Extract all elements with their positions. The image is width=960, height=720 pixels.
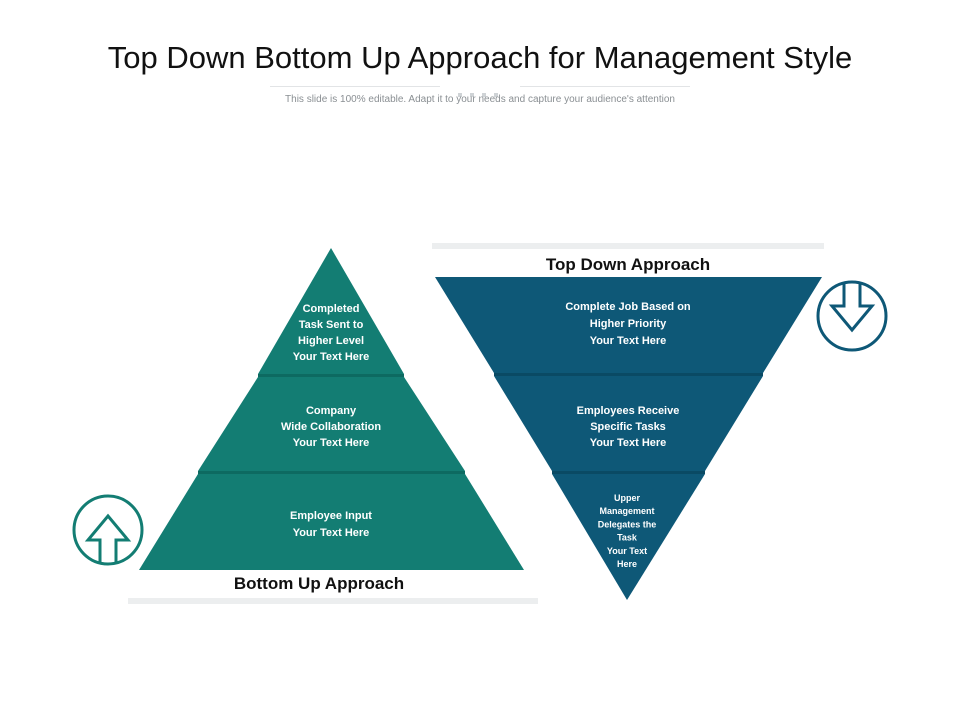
tier-text-line: Specific Tasks bbox=[590, 421, 666, 433]
tier-text-line: Management bbox=[599, 506, 654, 516]
tier-text-line: Your Text Here bbox=[590, 335, 667, 347]
slide-title: Top Down Bottom Up Approach for Manageme… bbox=[107, 40, 853, 75]
title-divider-dots bbox=[458, 84, 508, 97]
top-down-heading-band bbox=[432, 243, 824, 249]
tier-text-line: Employees Receive bbox=[577, 405, 680, 417]
bottom-up-tier-2 bbox=[198, 377, 465, 471]
tier-text-line: Your Text Here bbox=[590, 437, 667, 449]
tier-text-line: Your Text bbox=[607, 546, 647, 556]
top-down-tier-1-text: Complete Job Based on Higher PriorityYour… bbox=[565, 301, 691, 347]
top-down-heading: Top Down Approach bbox=[546, 255, 710, 274]
tier-text-line: Upper bbox=[614, 493, 641, 503]
top-down-tier-2 bbox=[494, 376, 763, 471]
tier-text-line: Your Text Here bbox=[293, 437, 370, 449]
bottom-up-tier-3 bbox=[139, 474, 524, 570]
tier-text-line: Higher Level bbox=[298, 335, 364, 347]
arrow-up-circle-icon bbox=[72, 494, 144, 566]
title-rule-right bbox=[520, 86, 690, 87]
tier-text-line: Wide Collaboration bbox=[281, 421, 381, 433]
tier-text-line: Company bbox=[306, 405, 357, 417]
bottom-up-tier-1 bbox=[258, 248, 404, 374]
bottom-up-heading-band bbox=[128, 598, 538, 604]
top-down-pyramid: Complete Job Based on Higher PriorityYour… bbox=[435, 277, 822, 600]
tier-text-line: Your Text Here bbox=[293, 527, 370, 539]
tier-text-line: Completed bbox=[303, 303, 360, 315]
top-down-tier-1 bbox=[435, 277, 822, 373]
tier-text-line: Delegates the bbox=[598, 519, 657, 529]
bottom-up-heading: Bottom Up Approach bbox=[234, 574, 404, 593]
tier-text-line: Your Text Here bbox=[293, 351, 370, 363]
tier-text-line: Here bbox=[617, 559, 637, 569]
tier-text-line: Higher Priority bbox=[590, 318, 667, 330]
tier-text-line: Complete Job Based on bbox=[565, 301, 691, 313]
tier-text-line: Task bbox=[617, 533, 638, 543]
title-rule-left bbox=[270, 86, 440, 87]
tier-text-line: Task Sent to bbox=[299, 319, 364, 331]
arrow-down-circle-icon bbox=[816, 280, 888, 352]
tier-text-line: Employee Input bbox=[290, 510, 372, 522]
top-down-tier-3 bbox=[552, 474, 705, 600]
slide-subtitle: This slide is 100% editable. Adapt it to… bbox=[285, 94, 675, 105]
